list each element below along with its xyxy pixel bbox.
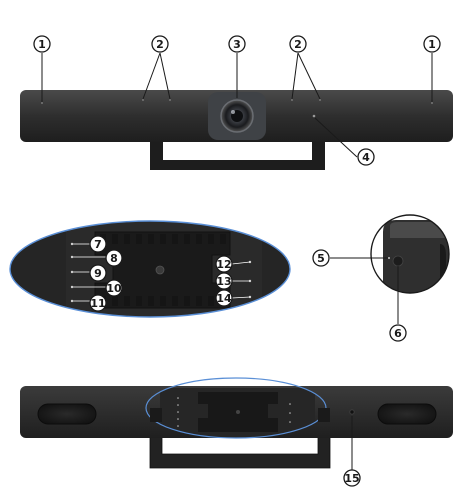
callout-4: 4	[357, 148, 375, 166]
port-icon	[70, 242, 74, 303]
callout-11: 11	[89, 294, 107, 312]
callout-2-left: 2	[151, 35, 169, 53]
callout-7: 7	[89, 235, 107, 253]
microphone-hole-icon	[319, 99, 321, 101]
svg-text:12: 12	[216, 258, 231, 271]
front-view: 1 2 3 2 1 4	[20, 35, 453, 170]
svg-text:10: 10	[106, 282, 122, 295]
callout-15: 15	[343, 469, 361, 487]
svg-text:4: 4	[362, 151, 370, 164]
svg-text:3: 3	[233, 38, 241, 51]
callout-6: 6	[389, 324, 407, 342]
svg-text:2: 2	[294, 38, 302, 51]
callout-2-right: 2	[289, 35, 307, 53]
svg-text:11: 11	[90, 297, 105, 310]
callout-1-right: 1	[423, 35, 441, 53]
svg-text:14: 14	[216, 292, 232, 305]
callout-5: 5	[312, 249, 330, 267]
speaker-left	[37, 403, 97, 425]
indicator-light-icon	[312, 114, 316, 118]
svg-text:5: 5	[317, 252, 325, 265]
svg-text:6: 6	[394, 327, 402, 340]
microphone-hole-icon	[41, 102, 43, 104]
svg-text:9: 9	[94, 267, 102, 280]
svg-text:8: 8	[110, 252, 118, 265]
microphone-hole-icon	[291, 99, 293, 101]
side-button-icon	[392, 255, 404, 267]
speaker-right	[377, 403, 437, 425]
svg-text:1: 1	[38, 38, 46, 51]
callout-14: 14	[215, 289, 233, 307]
svg-text:13: 13	[216, 275, 231, 288]
front-stand	[150, 140, 325, 170]
microphone-hole-icon	[431, 102, 433, 104]
svg-text:1: 1	[428, 38, 436, 51]
indicator-light-icon	[349, 409, 355, 415]
port-panel-detail: 7 8 9 10 11 12 13 14	[9, 220, 291, 318]
callout-12: 12	[215, 255, 233, 273]
side-detail: 5 6	[312, 214, 450, 342]
callout-3: 3	[228, 35, 246, 53]
back-view: 15	[20, 377, 453, 487]
microphone-hole-icon	[169, 99, 171, 101]
mount-screw-icon	[155, 265, 165, 275]
microphone-hole-icon	[142, 99, 144, 101]
callout-10: 10	[105, 279, 123, 297]
callout-13: 13	[215, 272, 233, 290]
svg-text:15: 15	[344, 472, 359, 485]
callout-9: 9	[89, 264, 107, 282]
port-panel-ring	[9, 220, 291, 318]
svg-text:7: 7	[94, 238, 102, 251]
svg-text:2: 2	[156, 38, 164, 51]
indicator-light-icon	[388, 257, 390, 259]
callout-8: 8	[105, 249, 123, 267]
callout-1-left: 1	[33, 35, 51, 53]
